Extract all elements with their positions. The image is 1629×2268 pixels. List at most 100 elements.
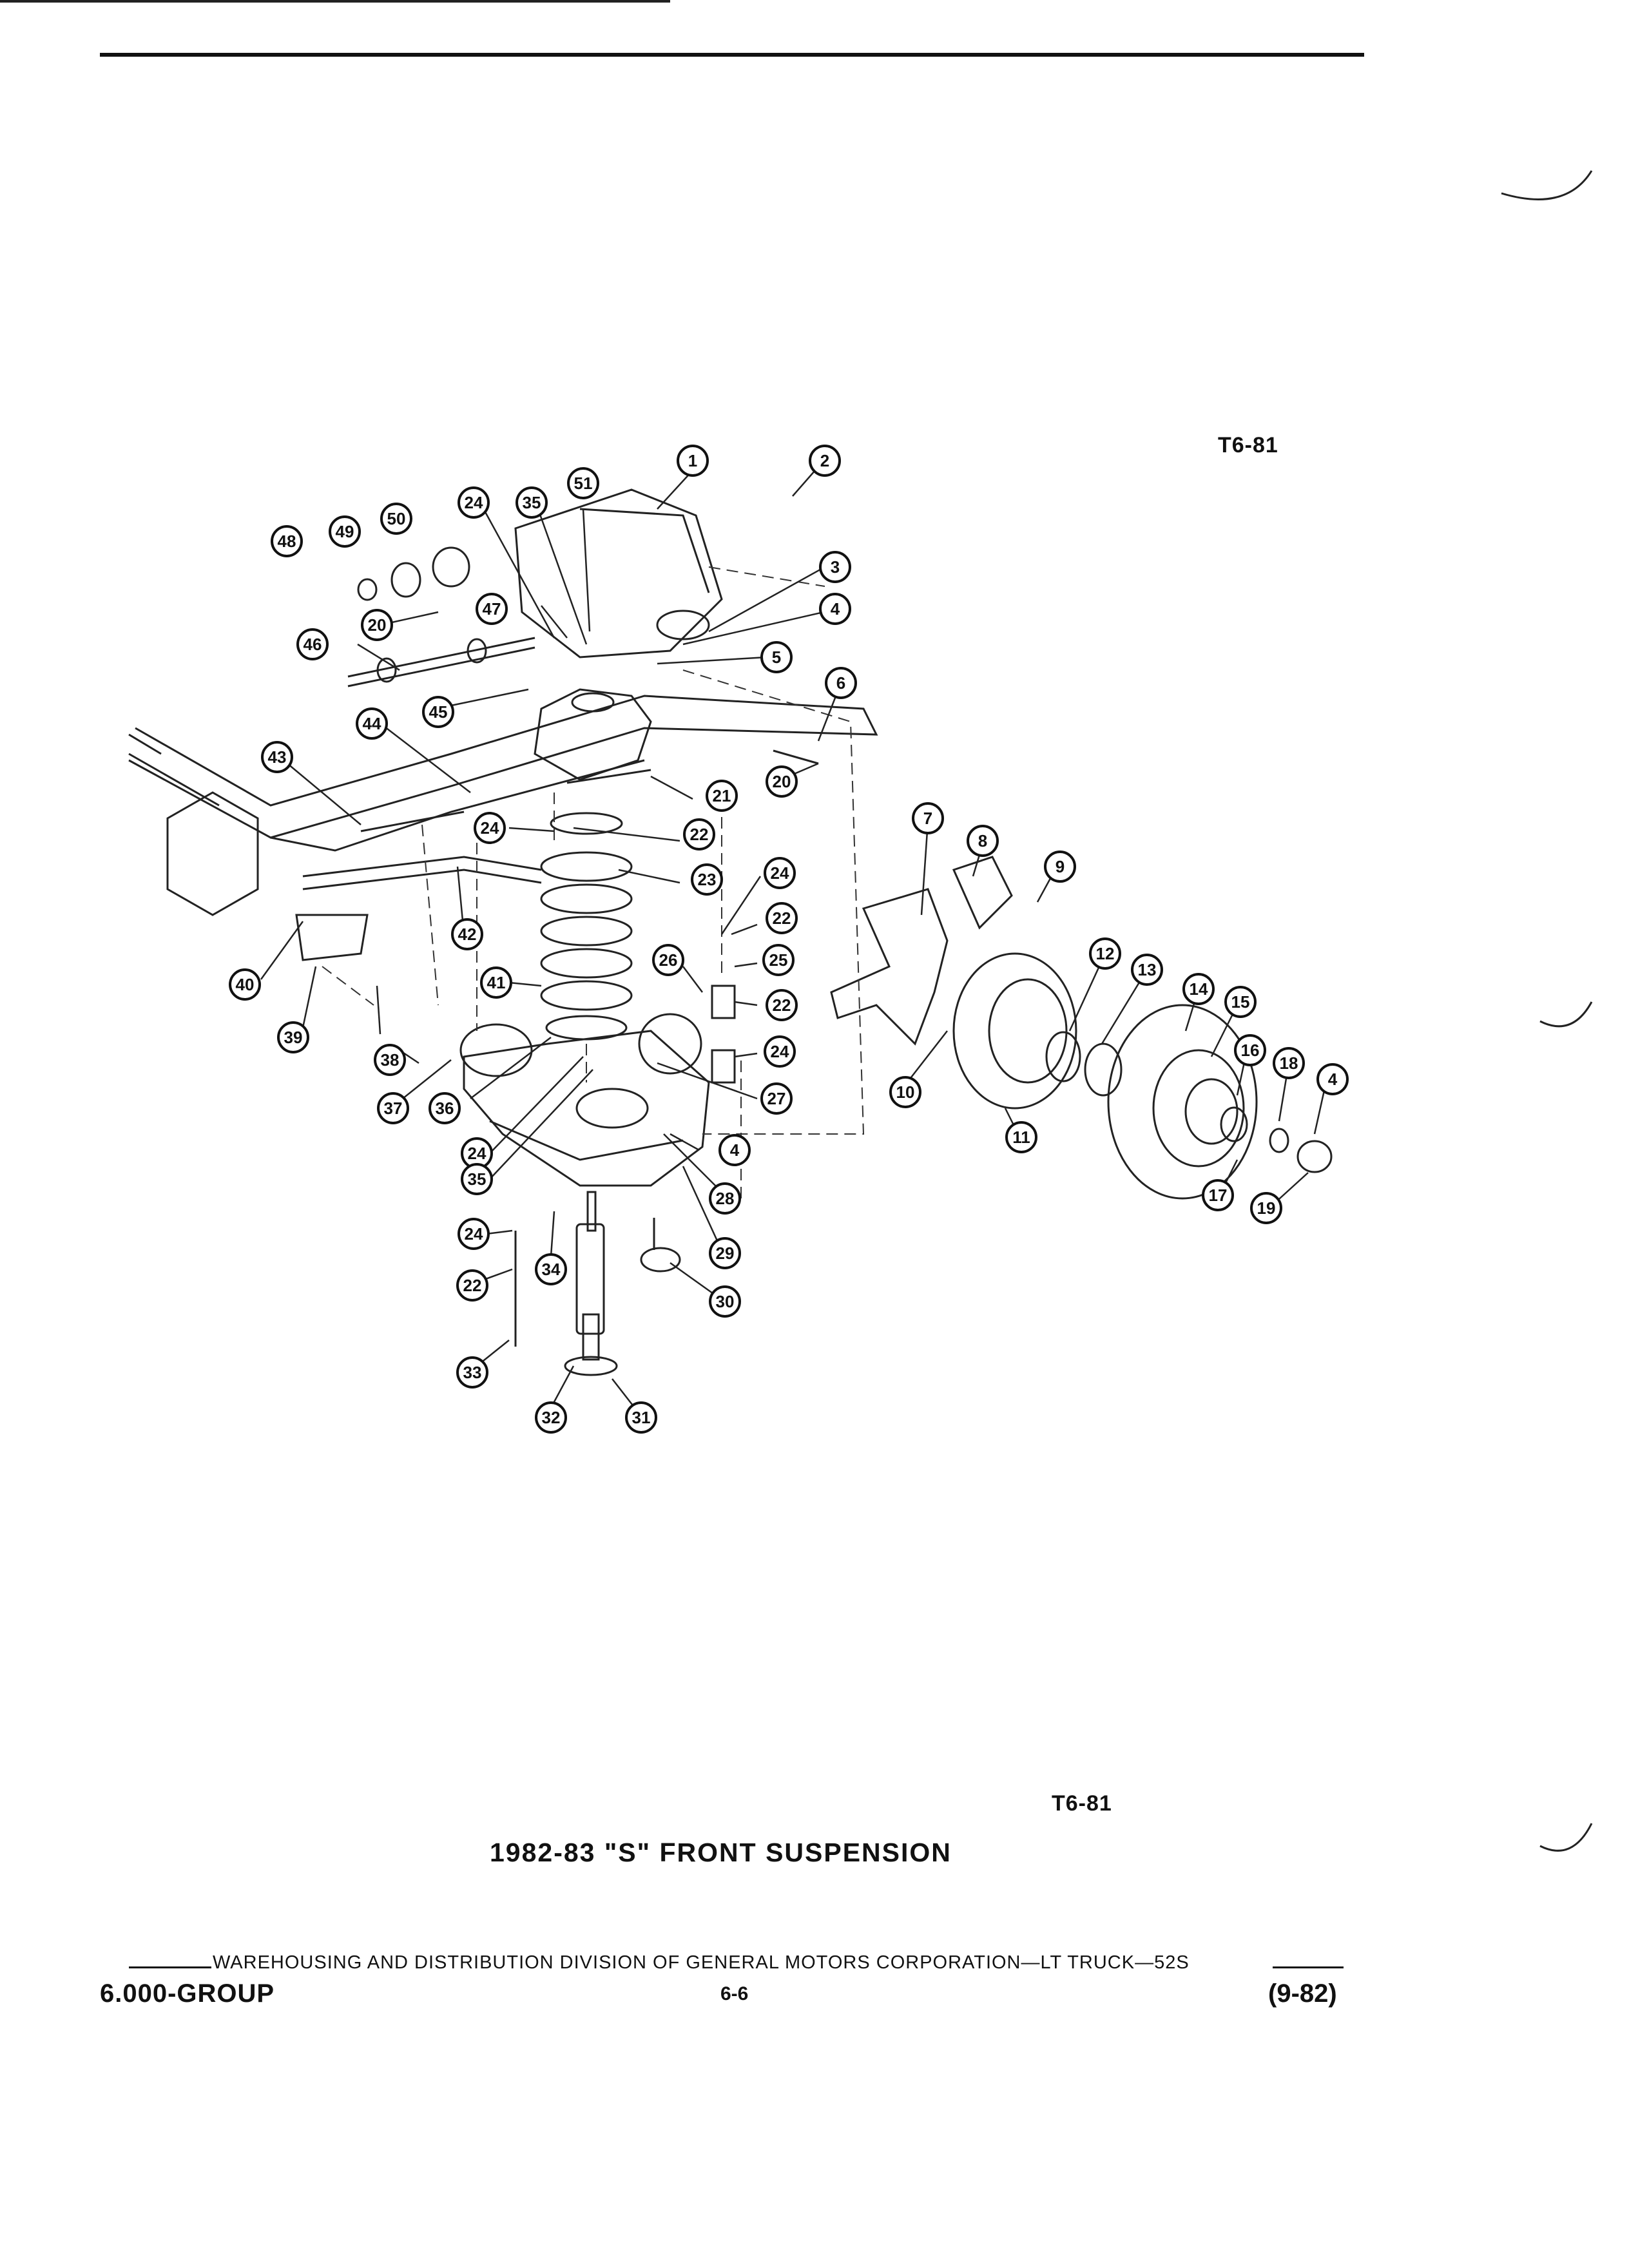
callout-27: 27: [760, 1082, 793, 1115]
callout-46: 46: [296, 628, 329, 660]
svg-text:16: 16: [1241, 1041, 1260, 1060]
svg-text:22: 22: [463, 1276, 482, 1295]
svg-text:15: 15: [1231, 992, 1250, 1012]
svg-text:2: 2: [820, 451, 829, 470]
svg-text:42: 42: [458, 925, 477, 944]
svg-text:24: 24: [771, 863, 789, 883]
footer-publisher: WAREHOUSING AND DISTRIBUTION DIVISION OF…: [213, 1952, 1190, 1973]
callout-11: 11: [1005, 1121, 1037, 1153]
svg-text:9: 9: [1055, 857, 1065, 876]
svg-text:29: 29: [716, 1244, 735, 1263]
callout-24-bumper: 24: [458, 1218, 490, 1250]
callout-4: 4: [819, 593, 851, 625]
lower-control-arm: [459, 1013, 710, 1187]
callout-24: 24: [458, 486, 490, 519]
svg-text:31: 31: [632, 1408, 651, 1427]
stabilizer-bar: [295, 856, 542, 961]
svg-text:26: 26: [659, 950, 678, 970]
callout-4-hub: 4: [1316, 1063, 1349, 1095]
svg-text:24: 24: [465, 493, 483, 512]
svg-text:51: 51: [574, 474, 593, 493]
svg-text:36: 36: [436, 1099, 454, 1118]
callout-8: 8: [967, 825, 999, 857]
callout-44: 44: [356, 707, 388, 740]
svg-text:35: 35: [468, 1169, 487, 1189]
svg-text:13: 13: [1138, 960, 1157, 979]
svg-text:24: 24: [468, 1144, 487, 1163]
svg-text:3: 3: [831, 557, 840, 577]
scan-edge-line: [0, 0, 670, 3]
svg-text:38: 38: [381, 1050, 400, 1070]
callout-29: 29: [709, 1237, 741, 1269]
callout-26: 26: [652, 944, 684, 976]
callout-51: 51: [567, 467, 599, 499]
svg-text:24: 24: [771, 1042, 789, 1061]
page-number: 6-6: [720, 1983, 749, 2004]
diagram-title: 1982-83 "S" FRONT SUSPENSION: [490, 1838, 952, 1867]
callout-35: 35: [516, 486, 548, 519]
svg-text:49: 49: [336, 522, 354, 541]
svg-text:34: 34: [542, 1260, 561, 1279]
svg-text:22: 22: [690, 825, 709, 844]
svg-text:7: 7: [923, 809, 932, 828]
callout-6: 6: [825, 667, 857, 699]
callout-40: 40: [229, 968, 261, 1001]
svg-text:32: 32: [542, 1408, 561, 1427]
callout-49: 49: [329, 515, 361, 548]
leader-lines: [260, 470, 1329, 1408]
callout-47: 47: [476, 593, 508, 625]
callout-35-lower-arm: 35: [461, 1163, 493, 1195]
assembly-lines: [322, 566, 865, 1198]
svg-text:23: 23: [698, 870, 717, 889]
callout-1: 1: [677, 445, 709, 477]
callout-5: 5: [760, 641, 793, 673]
callout-20: 20: [361, 609, 393, 641]
bearings: [1045, 1031, 1123, 1097]
svg-text:48: 48: [278, 532, 296, 551]
callout-9: 9: [1044, 850, 1076, 883]
svg-text:47: 47: [483, 599, 501, 619]
callout-22: 22: [683, 818, 715, 850]
svg-text:37: 37: [384, 1099, 403, 1118]
svg-text:20: 20: [368, 615, 387, 635]
callout-39: 39: [277, 1021, 309, 1053]
svg-text:1: 1: [688, 451, 697, 470]
svg-text:40: 40: [236, 975, 255, 994]
callout-22-shock-mid: 22: [766, 989, 798, 1021]
upper-bushing-shaft: [347, 546, 535, 687]
dust-shield: [952, 952, 1077, 1110]
svg-text:4: 4: [730, 1140, 740, 1160]
svg-text:18: 18: [1280, 1053, 1298, 1073]
svg-text:8: 8: [978, 831, 987, 850]
callout-32: 32: [535, 1401, 567, 1434]
svg-text:50: 50: [387, 509, 406, 528]
callout-24-lower-arm: 24: [461, 1137, 493, 1169]
svg-text:33: 33: [463, 1363, 482, 1382]
callout-23: 23: [691, 863, 723, 896]
callout-13: 13: [1131, 954, 1163, 986]
callout-36: 36: [429, 1092, 461, 1124]
callout-7: 7: [912, 802, 944, 834]
callout-20-knuckle-bolt: 20: [766, 765, 798, 798]
svg-text:6: 6: [836, 673, 845, 693]
callout-14: 14: [1182, 973, 1215, 1005]
callout-37: 37: [377, 1092, 409, 1124]
svg-text:14: 14: [1190, 979, 1208, 999]
footer-rule-right: [1273, 1966, 1344, 1968]
svg-text:43: 43: [268, 747, 287, 767]
callout-19: 19: [1250, 1192, 1282, 1224]
svg-text:11: 11: [1012, 1128, 1030, 1147]
header-rule: [100, 53, 1364, 57]
coil-spring: [540, 812, 633, 1041]
svg-text:19: 19: [1257, 1198, 1276, 1218]
callout-43: 43: [261, 741, 293, 773]
footer-rule-left: [129, 1966, 211, 1968]
callout-42: 42: [451, 918, 483, 950]
callout-31: 31: [625, 1401, 657, 1434]
binder-mark: [1501, 170, 1593, 200]
callout-25: 25: [762, 944, 795, 976]
svg-text:44: 44: [363, 714, 381, 733]
callout-21: 21: [706, 780, 738, 812]
callout-17: 17: [1202, 1179, 1234, 1211]
